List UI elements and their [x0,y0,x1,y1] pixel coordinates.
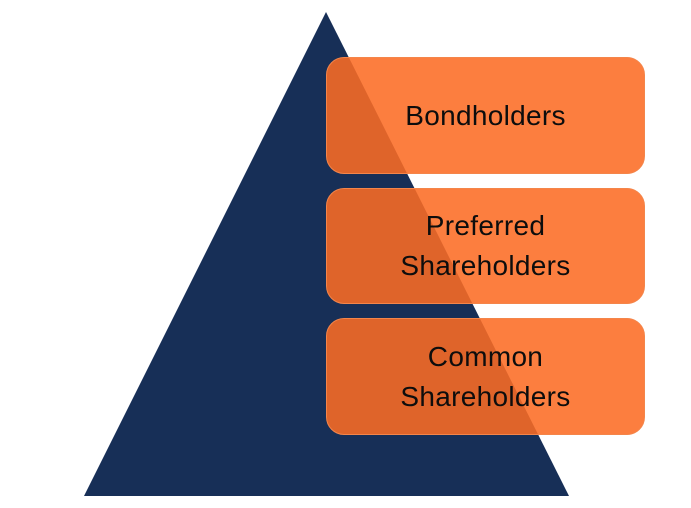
tier-common-line-1: Common [427,340,544,372]
tier-preferred-line-1: Preferred [425,210,546,241]
tier-bondholders-line-1: Bondholders [405,99,566,131]
tier-preferred-shareholders-label: Preferred Shareholders [400,206,570,286]
tier-bondholders: Bondholders [326,57,645,174]
tier-preferred-shareholders: Preferred Shareholders [326,188,645,304]
tier-common-shareholders: Common Shareholders [326,318,645,435]
tier-common-line-2: Shareholders [400,380,571,412]
tier-preferred-line-2: Shareholders [400,250,571,281]
tier-bondholders-label: Bondholders [405,96,566,136]
tier-common-shareholders-label: Common Shareholders [400,337,570,417]
